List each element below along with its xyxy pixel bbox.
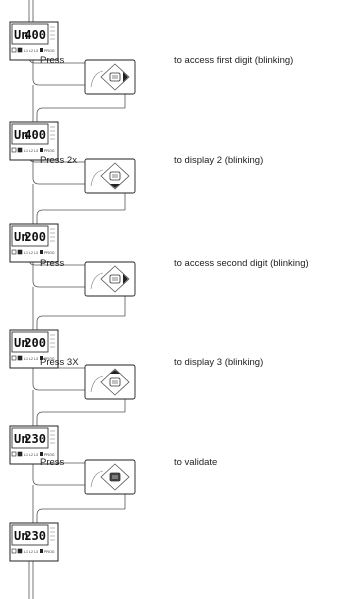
step-description: to access first digit (blinking) — [174, 55, 294, 66]
step-press-label: Press 3X — [40, 357, 79, 368]
lcd-indicators: L1 L2 L3 — [24, 49, 38, 53]
keypad-center-icon — [84, 459, 136, 495]
lcd-parameter: Un — [14, 529, 28, 543]
lcd-indicator-prog: PROG — [44, 550, 55, 554]
keypad-up-icon — [84, 364, 136, 400]
step-press-label: Press — [40, 55, 65, 66]
lcd-parameter: Un — [14, 128, 28, 142]
lcd-value: 200 — [24, 336, 46, 350]
keypad-right-icon — [84, 261, 136, 297]
lcd-indicators: L1 L2 L3 — [24, 149, 38, 153]
lcd-parameter: Un — [14, 28, 28, 42]
lcd-parameter: Un — [14, 230, 28, 244]
keypad-right-icon — [84, 59, 136, 95]
lcd-indicators: L1 L2 L3 — [24, 550, 38, 554]
lcd-indicator-prog: PROG — [44, 251, 55, 255]
step-description: to display 2 (blinking) — [174, 155, 264, 166]
lcd-indicators: L1 L2 L3 — [24, 251, 38, 255]
step-description: to display 3 (blinking) — [174, 357, 264, 368]
lcd-indicator-prog: PROG — [44, 49, 55, 53]
step-description: to access second digit (blinking) — [174, 258, 309, 269]
step-press-label: Press — [40, 258, 65, 269]
keypad-down-icon — [84, 158, 136, 194]
lcd-indicators: L1 L2 L3 — [24, 453, 38, 457]
lcd-indicators: L1 L2 L3 — [24, 357, 38, 361]
step-press-label: Press — [40, 457, 65, 468]
lcd-indicator-prog: PROG — [44, 453, 55, 457]
lcd-value: 400 — [24, 28, 46, 42]
lcd-indicator-prog: PROG — [44, 357, 55, 361]
lcd-value: 230 — [24, 432, 46, 446]
lcd-value: 200 — [24, 230, 46, 244]
step-description: to validate — [174, 457, 218, 468]
lcd-value: 230 — [24, 529, 46, 543]
step-press-label: Press 2x — [40, 155, 77, 166]
lcd-value: 400 — [24, 128, 46, 142]
lcd-indicator-prog: PROG — [44, 149, 55, 153]
lcd-parameter: Un — [14, 336, 28, 350]
lcd-parameter: Un — [14, 432, 28, 446]
